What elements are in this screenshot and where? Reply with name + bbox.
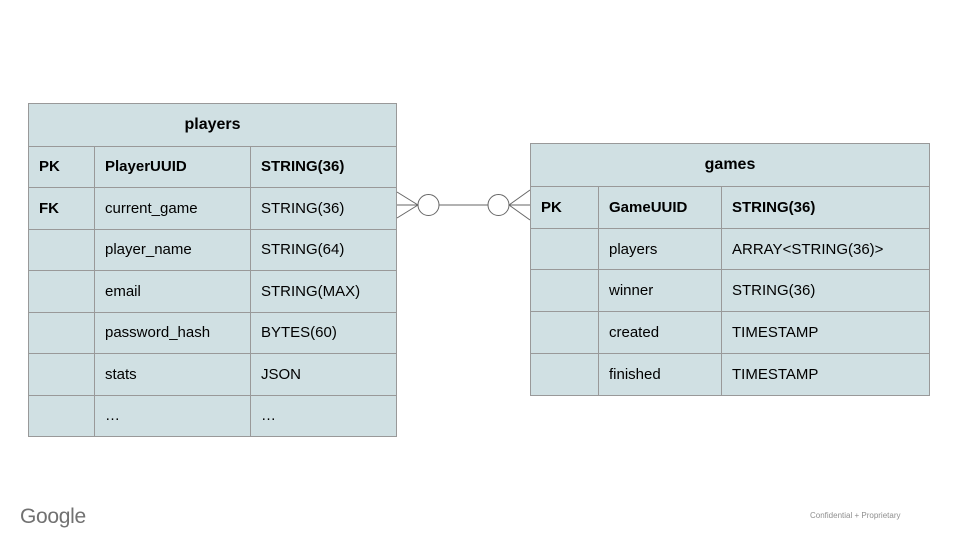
confidential-note: Confidential + Proprietary <box>810 511 901 520</box>
cell-type: BYTES(60) <box>250 312 396 353</box>
crow-foot-left-icon <box>396 191 419 219</box>
cell-field: winner <box>598 270 721 312</box>
cell-key <box>29 271 94 312</box>
cell-key <box>531 270 598 311</box>
cell-field: password_hash <box>94 312 250 353</box>
cell-type: STRING(64) <box>250 229 396 270</box>
cell-field: stats <box>94 354 250 395</box>
cell-field: … <box>94 395 250 436</box>
cell-type: STRING(36) <box>721 186 929 228</box>
cell-field: finished <box>598 354 721 395</box>
cell-type: … <box>250 395 396 436</box>
cell-type: STRING(36) <box>721 270 929 312</box>
cell-key: PK <box>39 158 60 176</box>
games-table-title: games <box>704 155 756 173</box>
players-table-title: players <box>184 115 241 133</box>
cell-type: STRING(36) <box>250 146 396 187</box>
cell-type: JSON <box>250 354 396 395</box>
cell-field: created <box>598 312 721 354</box>
cell-field: players <box>598 228 721 270</box>
cell-type: TIMESTAMP <box>721 354 929 395</box>
cell-key <box>29 354 94 395</box>
zero-circle-right-icon <box>487 194 510 216</box>
cell-field: PlayerUUID <box>94 146 250 187</box>
table-row: …… <box>29 394 396 437</box>
crow-foot-right-icon <box>508 189 531 221</box>
cell-field: current_game <box>94 188 250 229</box>
cell-key <box>531 312 598 353</box>
cell-key: FK <box>39 199 59 217</box>
cell-key <box>29 313 94 354</box>
cell-type: TIMESTAMP <box>721 312 929 354</box>
cell-field: email <box>94 271 250 312</box>
cell-type: STRING(MAX) <box>250 271 396 312</box>
cell-key <box>29 230 94 271</box>
cell-type: STRING(36) <box>250 188 396 229</box>
cell-key <box>29 396 94 437</box>
cell-type: ARRAY<STRING(36)> <box>721 228 929 270</box>
google-logo: Google <box>20 505 86 528</box>
cell-key <box>531 354 598 395</box>
cell-field: player_name <box>94 229 250 270</box>
cell-key: PK <box>541 198 562 216</box>
cell-key <box>531 229 598 270</box>
cell-field: GameUUID <box>598 186 721 228</box>
relationship-connector <box>396 189 531 221</box>
zero-circle-left-icon <box>417 194 440 216</box>
